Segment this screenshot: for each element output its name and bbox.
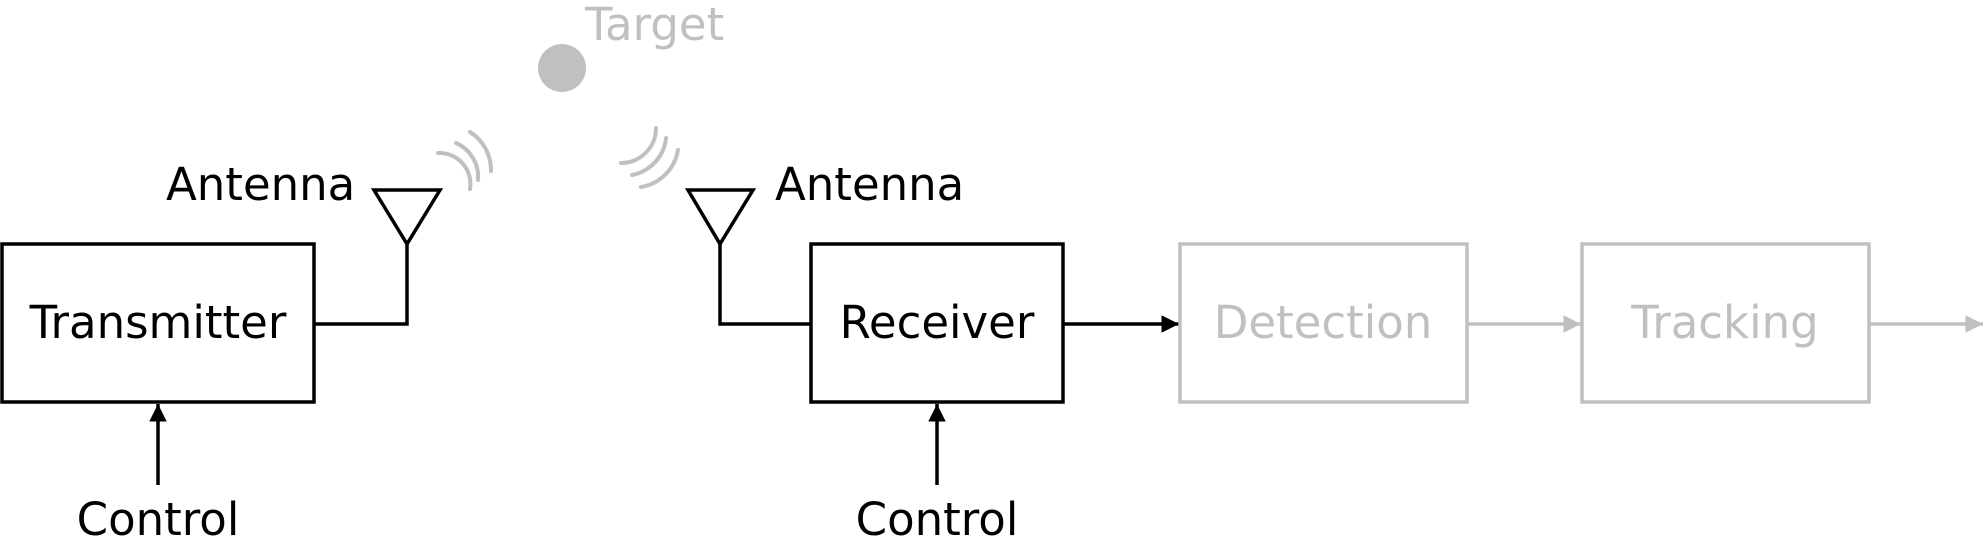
transmitter-antenna-label: Antenna <box>166 158 355 211</box>
target-dot-icon <box>538 44 586 92</box>
receiver-antenna-icon <box>684 188 757 248</box>
receiver-label: Receiver <box>840 296 1035 349</box>
transmitter-section: Antenna Transmitter Control <box>0 158 444 546</box>
target-label: Target <box>584 0 724 51</box>
transmitter-control-label: Control <box>77 493 240 546</box>
transmitter-block <box>0 242 316 404</box>
transmitter-label: Transmitter <box>29 296 287 349</box>
receiver-control-label: Control <box>856 493 1019 546</box>
receiver-antenna-label: Antenna <box>775 158 964 211</box>
receiver-section: Antenna Receiver Control <box>684 158 1179 546</box>
receiver-antenna-feed <box>718 244 811 326</box>
transmitter-antenna-feed <box>314 244 409 326</box>
transmit-waves-icon <box>436 130 494 191</box>
tracking-label: Tracking <box>1630 296 1818 349</box>
transmitter-antenna-icon <box>370 188 444 248</box>
processing-section: Detection Tracking <box>1178 242 1983 404</box>
detection-label: Detection <box>1214 296 1433 349</box>
target-group: Target <box>538 0 724 92</box>
receive-waves-icon <box>619 126 680 189</box>
